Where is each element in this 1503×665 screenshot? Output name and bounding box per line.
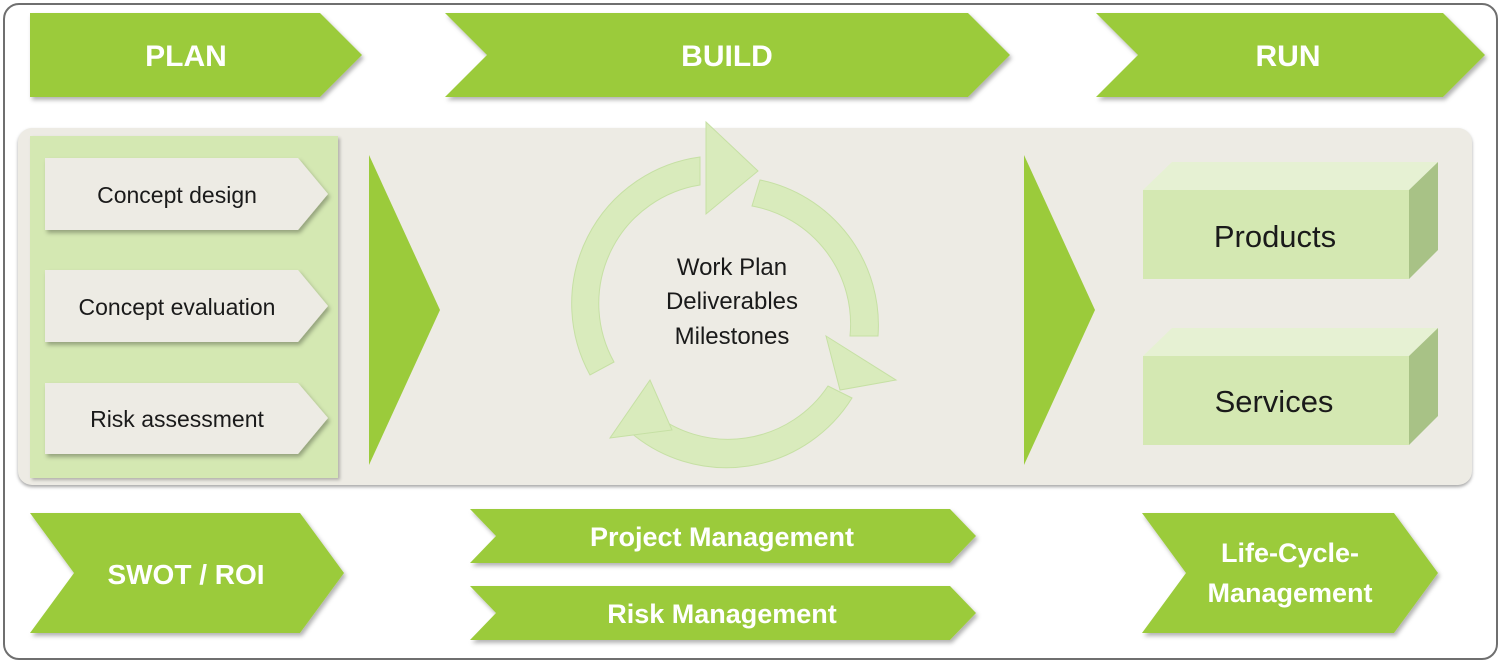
iteration-cycle xyxy=(571,120,898,469)
project-management-label: Project Management xyxy=(590,522,854,552)
plan-phase-chevron: PLAN xyxy=(30,13,362,97)
products-box: Products xyxy=(1143,162,1438,279)
cycle-milestones: Milestones xyxy=(675,323,790,350)
lifecycle-label-line1: Life-Cycle- xyxy=(1221,538,1359,568)
plan-step-label: Risk assessment xyxy=(90,406,264,432)
cycle-arrow-head-right xyxy=(825,334,898,391)
plan-to-build-arrow xyxy=(369,155,440,465)
plan-step-concept-design: Concept design xyxy=(45,158,328,230)
run-phase-label: RUN xyxy=(1256,40,1321,73)
plan-step-concept-evaluation: Concept evaluation xyxy=(45,270,328,342)
run-phase-chevron: RUN xyxy=(1096,13,1485,97)
build-phase-label: BUILD xyxy=(681,40,773,73)
risk-management-chevron: Risk Management xyxy=(470,586,976,640)
cycle-deliverables: Deliverables xyxy=(666,288,798,315)
cycle-arrow-head-top xyxy=(705,120,759,216)
build-to-run-arrow xyxy=(1024,155,1095,465)
cycle-arrow-head-bottom xyxy=(608,378,673,439)
cycle-arrow-right xyxy=(751,179,879,337)
swot-roi-chevron: SWOT / ROI xyxy=(30,513,344,633)
lifecycle-label-line2: Management xyxy=(1207,578,1372,608)
plan-step-label: Concept design xyxy=(97,182,257,208)
cycle-arrow-left xyxy=(571,156,701,376)
swot-roi-label: SWOT / ROI xyxy=(107,559,264,590)
services-box: Services xyxy=(1143,328,1438,445)
cycle-work-plan: Work Plan xyxy=(677,254,787,281)
plan-step-risk-assessment: Risk assessment xyxy=(45,383,328,454)
plan-phase-label: PLAN xyxy=(145,40,227,73)
lifecycle-management-chevron: Life-Cycle- Management xyxy=(1142,513,1438,633)
risk-management-label: Risk Management xyxy=(607,599,837,629)
plan-step-label: Concept evaluation xyxy=(79,294,276,320)
products-label: Products xyxy=(1214,219,1336,254)
services-label: Services xyxy=(1215,384,1334,419)
build-phase-chevron: BUILD xyxy=(445,13,1010,97)
project-management-chevron: Project Management xyxy=(470,509,976,563)
